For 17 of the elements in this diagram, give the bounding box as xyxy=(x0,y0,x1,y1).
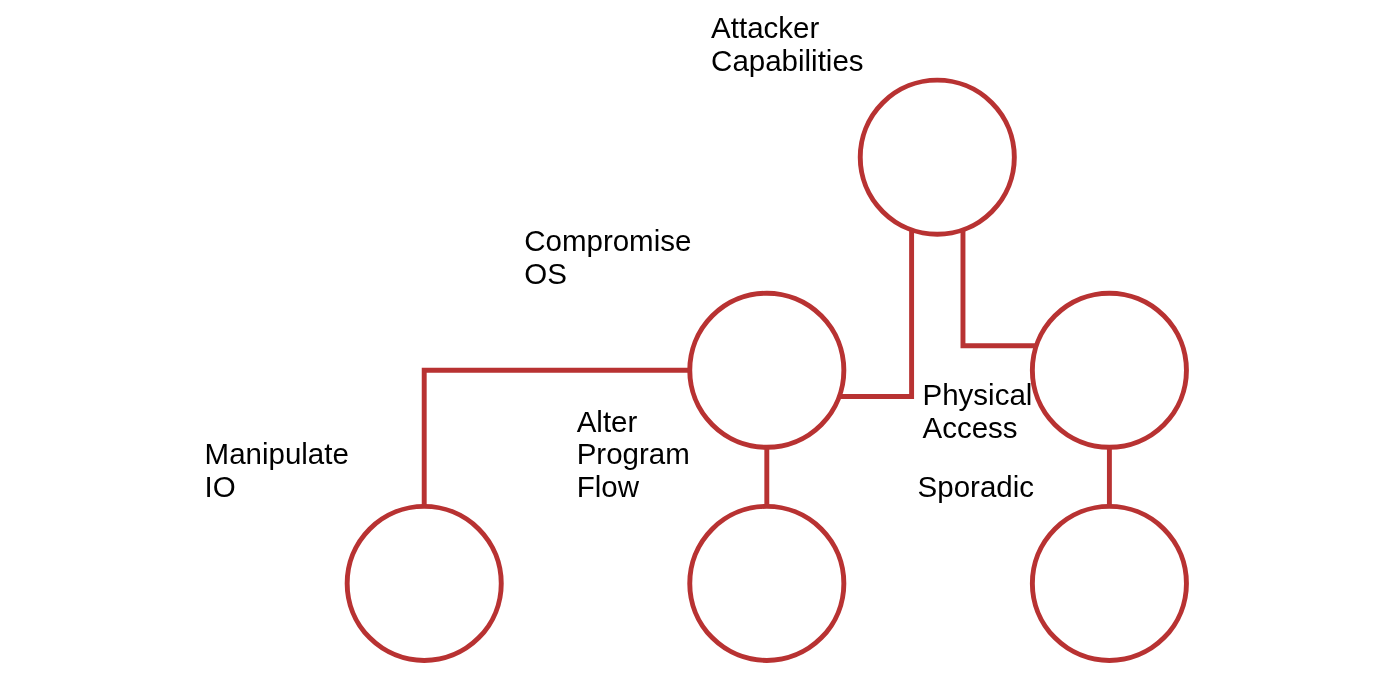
node-label: Sporadic xyxy=(917,470,1035,504)
connector xyxy=(421,367,690,506)
node-circle xyxy=(687,503,847,663)
connector xyxy=(960,230,1037,349)
node-label: Physical Access xyxy=(922,378,1033,445)
node-circle xyxy=(1029,503,1189,663)
node-label: Alter Program Flow xyxy=(576,404,690,504)
node-label: Manipulate IO xyxy=(204,437,349,504)
connector xyxy=(839,230,915,399)
node-circle xyxy=(687,290,847,450)
connector xyxy=(764,447,770,507)
node-circle xyxy=(1029,290,1189,450)
node-circle xyxy=(857,77,1017,237)
connector xyxy=(1106,447,1112,507)
node-label: Compromise OS xyxy=(524,224,692,291)
node-circle xyxy=(344,503,504,663)
node-label: Attacker Capabilities xyxy=(711,11,864,77)
